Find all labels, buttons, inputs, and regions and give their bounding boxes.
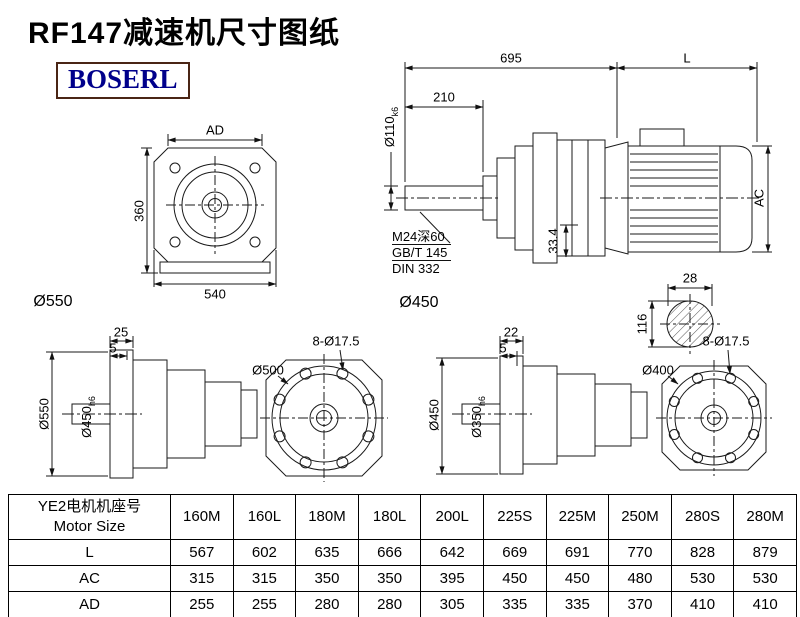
column-header-250M: 250M <box>608 494 672 540</box>
motor-size-header-cn: YE2电机机座号 <box>37 498 142 515</box>
dim-ad-label: AD <box>205 122 225 138</box>
shaft-diameter-label: Ø110k6 <box>382 107 400 147</box>
side-view-drawing <box>384 62 772 354</box>
column-header-200L: 200L <box>420 494 484 540</box>
right-bolt-circle-label: Ø400 <box>642 362 674 378</box>
front-outer-diameter-label: Ø550 <box>33 293 73 310</box>
left-spigot-tolerance: h6 <box>86 396 97 407</box>
cell-AC-160L: 315 <box>232 565 297 592</box>
dim-540-label: 540 <box>204 286 226 302</box>
left-outer-diameter-label: Ø550 <box>36 398 52 430</box>
tap-hole-size: M24深60 <box>392 229 452 245</box>
tap-standard-gb: GB/T 145 <box>392 245 452 261</box>
brand-logo: BOSERL <box>56 62 190 99</box>
cell-L-160M: 567 <box>170 539 234 566</box>
cell-AC-160M: 315 <box>170 565 234 592</box>
dim-360-label: 360 <box>131 200 147 222</box>
dim-210-label: 210 <box>433 89 455 105</box>
cell-L-180M: 635 <box>295 539 359 566</box>
dim-116-label: 116 <box>634 313 650 335</box>
cell-L-280M: 879 <box>733 539 797 566</box>
right-spigot-tolerance: h6 <box>476 396 487 407</box>
column-header-225S: 225S <box>482 494 547 540</box>
cell-L-160L: 602 <box>232 539 297 566</box>
cell-L-225S: 669 <box>482 539 547 566</box>
column-header-280M: 280M <box>733 494 797 540</box>
cell-AD-280S: 410 <box>670 591 735 617</box>
cell-L-280S: 828 <box>670 539 735 566</box>
cell-L-225M: 691 <box>545 539 610 566</box>
right-spigot-main: Ø350 <box>469 406 485 438</box>
dim-25-label: 25 <box>113 324 129 340</box>
column-header-280S: 280S <box>670 494 735 540</box>
column-header-160L: 160L <box>232 494 297 540</box>
cell-AD-180L: 280 <box>357 591 422 617</box>
cell-AC-180M: 350 <box>295 565 359 592</box>
right-spigot-diameter-label: Ø350h6 <box>469 396 487 438</box>
dim-5-right-label: 5 <box>499 340 507 356</box>
left-spigot-diameter-label: Ø450h6 <box>79 396 97 438</box>
cell-L-180L: 666 <box>357 539 422 566</box>
tap-standard-din: DIN 332 <box>392 261 440 276</box>
cell-AC-225M: 450 <box>545 565 610 592</box>
shaft-diameter-main: Ø110 <box>382 116 398 148</box>
right-outer-diameter-label: Ø450 <box>426 399 442 431</box>
dim-ac-label: AC <box>751 188 767 208</box>
front-view-drawing <box>141 134 277 287</box>
cell-AC-225S: 450 <box>482 565 547 592</box>
row-label-L: L <box>8 539 171 566</box>
dim-5-left-label: 5 <box>109 340 117 356</box>
column-header-160M: 160M <box>170 494 234 540</box>
flange-side-view-left <box>46 336 258 479</box>
cell-L-200L: 642 <box>420 539 484 566</box>
cell-AD-180M: 280 <box>295 591 359 617</box>
cell-AD-280M: 410 <box>733 591 797 617</box>
cell-AC-250M: 480 <box>608 565 672 592</box>
cell-AC-280S: 530 <box>670 565 735 592</box>
cell-AD-225S: 335 <box>482 591 547 617</box>
shaft-diameter-tolerance: k6 <box>389 106 400 117</box>
right-bolt-holes-label: 8-Ø17.5 <box>702 333 750 349</box>
cell-AC-280M: 530 <box>733 565 797 592</box>
dim-695-label: 695 <box>500 50 522 66</box>
row-label-AC: AC <box>8 565 171 592</box>
column-header-180M: 180M <box>295 494 359 540</box>
row-label-AD: AD <box>8 591 171 617</box>
side-flange-diameter-label: Ø450 <box>399 294 439 311</box>
dim-28-label: 28 <box>682 270 698 286</box>
column-header-225M: 225M <box>545 494 610 540</box>
dim-l-label: L <box>683 50 691 66</box>
flange-front-view-left <box>260 349 388 482</box>
motor-size-header-en: Motor Size <box>53 518 126 535</box>
left-spigot-main: Ø450 <box>79 406 95 438</box>
cell-AD-200L: 305 <box>420 591 484 617</box>
tap-hole-note: M24深60 GB/T 145 DIN 332 <box>392 229 452 276</box>
dim-33-4-label: 33.4 <box>545 228 561 254</box>
left-bolt-circle-label: Ø500 <box>252 362 284 378</box>
dim-22-label: 22 <box>503 324 519 340</box>
cell-AD-160L: 255 <box>232 591 297 617</box>
page-title: RF147减速机尺寸图纸 <box>28 17 341 50</box>
cell-AD-250M: 370 <box>608 591 672 617</box>
cell-AD-160M: 255 <box>170 591 234 617</box>
flange-side-view-right <box>436 336 648 475</box>
motor-size-header: YE2电机机座号 Motor Size <box>8 494 171 540</box>
cell-AC-200L: 395 <box>420 565 484 592</box>
column-header-180L: 180L <box>357 494 422 540</box>
cell-AC-180L: 350 <box>357 565 422 592</box>
left-bolt-holes-label: 8-Ø17.5 <box>312 333 360 349</box>
cell-L-250M: 770 <box>608 539 672 566</box>
cell-AD-225M: 335 <box>545 591 610 617</box>
flange-front-view-right <box>656 349 772 476</box>
